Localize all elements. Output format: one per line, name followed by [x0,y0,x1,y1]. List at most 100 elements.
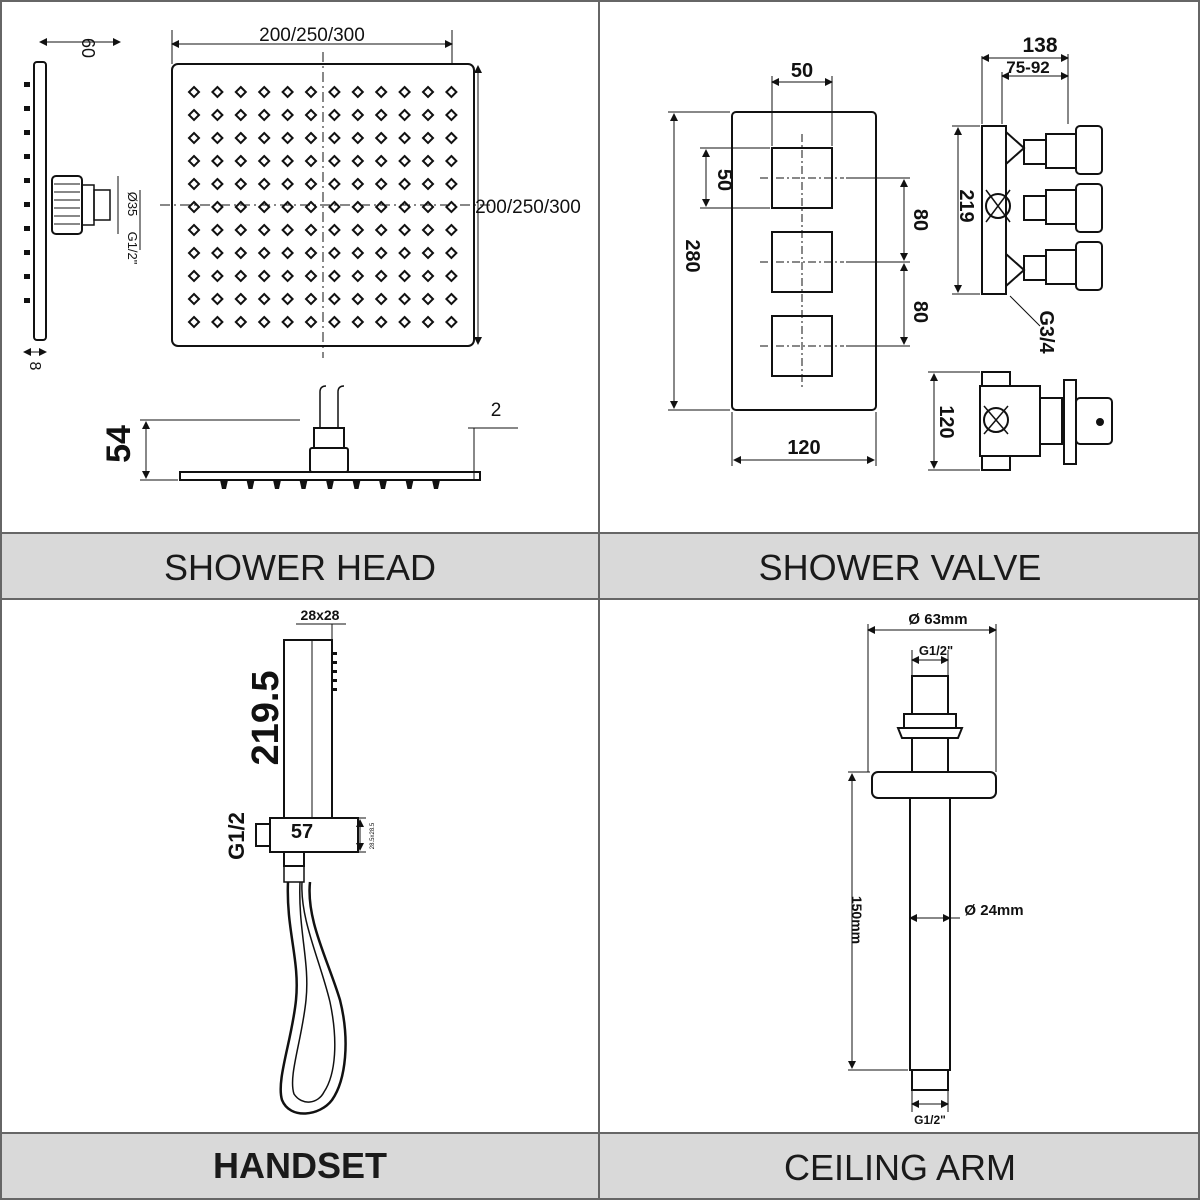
nozzle [187,131,201,145]
nozzle [327,85,341,99]
nozzle [234,131,248,145]
nozzle [444,269,458,283]
nozzle [281,131,295,145]
nozzle [304,85,318,99]
nozzle [187,292,201,306]
nozzle [257,177,271,191]
nozzle [304,223,318,237]
nozzle [210,246,224,260]
nozzle [398,131,412,145]
nozzle [398,269,412,283]
valve-front-plate [668,76,910,466]
shower-head-side-view [23,38,141,356]
nozzle [444,315,458,329]
nozzle [234,177,248,191]
nozzle [234,269,248,283]
nozzle [444,223,458,237]
nozzle [444,177,458,191]
nozzle [327,108,341,122]
nozzle [421,85,435,99]
nozzle [351,292,365,306]
dim-thread-top: G1/2" [919,643,953,658]
nozzle [187,269,201,283]
ceiling-arm-drawing: Ø 63mm G1/2" Ø 24mm 150mm G1/2" [848,611,1024,1127]
nozzle [374,85,388,99]
side-nozzles [24,82,30,303]
nozzle [234,292,248,306]
nozzle [421,177,435,191]
nozzle [421,315,435,329]
nozzle [281,223,295,237]
caption-shower-head: SHOWER HEAD [164,547,436,588]
handset-drawing: 28x28 219.5 G1/2 57 28.5x28.5 [224,607,376,1115]
nozzle [187,315,201,329]
profile-nozzle [379,480,387,489]
dim-bracket: 57 [291,821,313,843]
dim-depth-total: 138 [1022,34,1057,57]
dim-arm-length: 150mm [849,896,865,944]
profile-nozzle [326,480,334,489]
nozzle [421,131,435,145]
nozzle [257,200,271,214]
nozzle [421,223,435,237]
nozzle [327,269,341,283]
nozzle [327,292,341,306]
dim-body-height: 219 [955,189,977,222]
nozzle [351,177,365,191]
nozzle-grid [187,85,458,329]
nozzle [421,200,435,214]
nozzle [187,246,201,260]
dim-plate-width: 120 [787,437,820,459]
nozzle [327,315,341,329]
nozzle [444,131,458,145]
nozzle [210,108,224,122]
nozzle [257,223,271,237]
nozzle [187,154,201,168]
profile-nozzle [432,480,440,489]
nozzle [351,108,365,122]
nozzle [327,154,341,168]
nozzle [421,269,435,283]
caption-ceiling-arm: CEILING ARM [784,1147,1016,1188]
nozzle [351,246,365,260]
nozzle [444,246,458,260]
dim-pipe: Ø 24mm [964,902,1023,919]
shower-valve-drawing: 50 50 280 80 80 120 [668,34,1113,471]
nozzle [281,246,295,260]
nozzle [281,292,295,306]
nozzle [210,223,224,237]
valve-side-view [952,54,1103,327]
nozzle [444,200,458,214]
nozzle [374,292,388,306]
nozzle [304,108,318,122]
nozzle [187,177,201,191]
profile-nozzle [273,480,281,489]
nozzle [351,200,365,214]
nozzle [398,85,412,99]
dim-section: 28x28 [301,607,340,623]
nozzle [374,200,388,214]
dim-bracket-section: 28.5x28.5 [370,822,376,849]
nozzle [374,131,388,145]
nozzle [421,246,435,260]
dim-flange: Ø 63mm [908,611,967,628]
nozzle [210,200,224,214]
dim-inlet: G3/4 [1035,310,1057,354]
dim-thickness: 8 [26,362,43,371]
nozzle [210,85,224,99]
nozzle [234,85,248,99]
nozzle [327,131,341,145]
nozzle [257,269,271,283]
nozzle [210,131,224,145]
nozzle [304,177,318,191]
dim-lip: 2 [491,400,502,421]
nozzle [421,108,435,122]
nozzle [257,85,271,99]
nozzle [351,269,365,283]
nozzle [304,292,318,306]
nozzle [444,108,458,122]
shower-head-profile-view [140,385,518,481]
nozzle [257,315,271,329]
dim-length: 219.5 [245,670,287,765]
nozzle [304,200,318,214]
